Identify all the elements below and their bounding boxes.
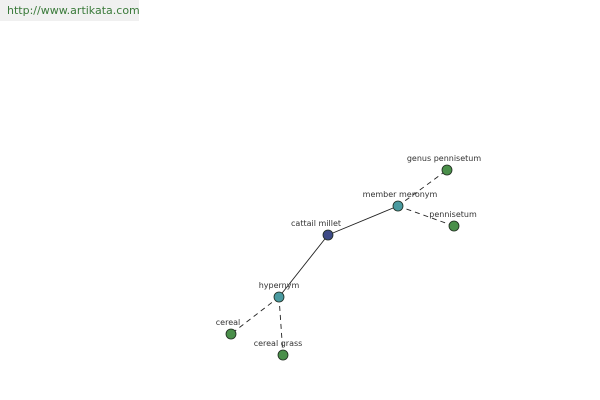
node-label: cereal [216, 318, 240, 327]
node-marker[interactable] [448, 220, 460, 232]
node-marker[interactable] [277, 349, 289, 361]
node-label: cereal grass [254, 339, 303, 348]
edges-layer [230, 169, 455, 356]
node-label: pennisetum [429, 210, 477, 219]
node-cereal[interactable]: cereal [216, 318, 240, 340]
node-marker[interactable] [322, 229, 334, 241]
node-marker[interactable] [441, 164, 453, 176]
edge-hypernym-cereal [230, 296, 280, 335]
nodes-layer: cattail millet member meronym genus penn… [216, 154, 482, 361]
edge-hypernym-cereal-grass [278, 296, 284, 356]
node-marker[interactable] [225, 328, 237, 340]
edge-cattail-millet-member-meronym [327, 205, 399, 236]
node-member-meronym[interactable]: member meronym [363, 190, 438, 212]
node-cattail-millet[interactable]: cattail millet [291, 219, 341, 241]
node-genus-pennisetum[interactable]: genus pennisetum [407, 154, 482, 176]
node-marker[interactable] [392, 200, 404, 212]
node-label: member meronym [363, 190, 438, 199]
node-pennisetum[interactable]: pennisetum [429, 210, 477, 232]
node-label: cattail millet [291, 219, 341, 228]
node-hypernym[interactable]: hypernym [259, 281, 300, 303]
edge-member-meronym-genus-pennisetum [397, 169, 448, 207]
node-cereal-grass[interactable]: cereal grass [254, 339, 303, 361]
edge-cattail-millet-hypernym [278, 234, 329, 298]
node-label: genus pennisetum [407, 154, 482, 163]
node-marker[interactable] [273, 291, 285, 303]
node-label: hypernym [259, 281, 300, 290]
watermark-url: http://www.artikata.com [0, 0, 140, 21]
edge-member-meronym-pennisetum [397, 205, 455, 227]
